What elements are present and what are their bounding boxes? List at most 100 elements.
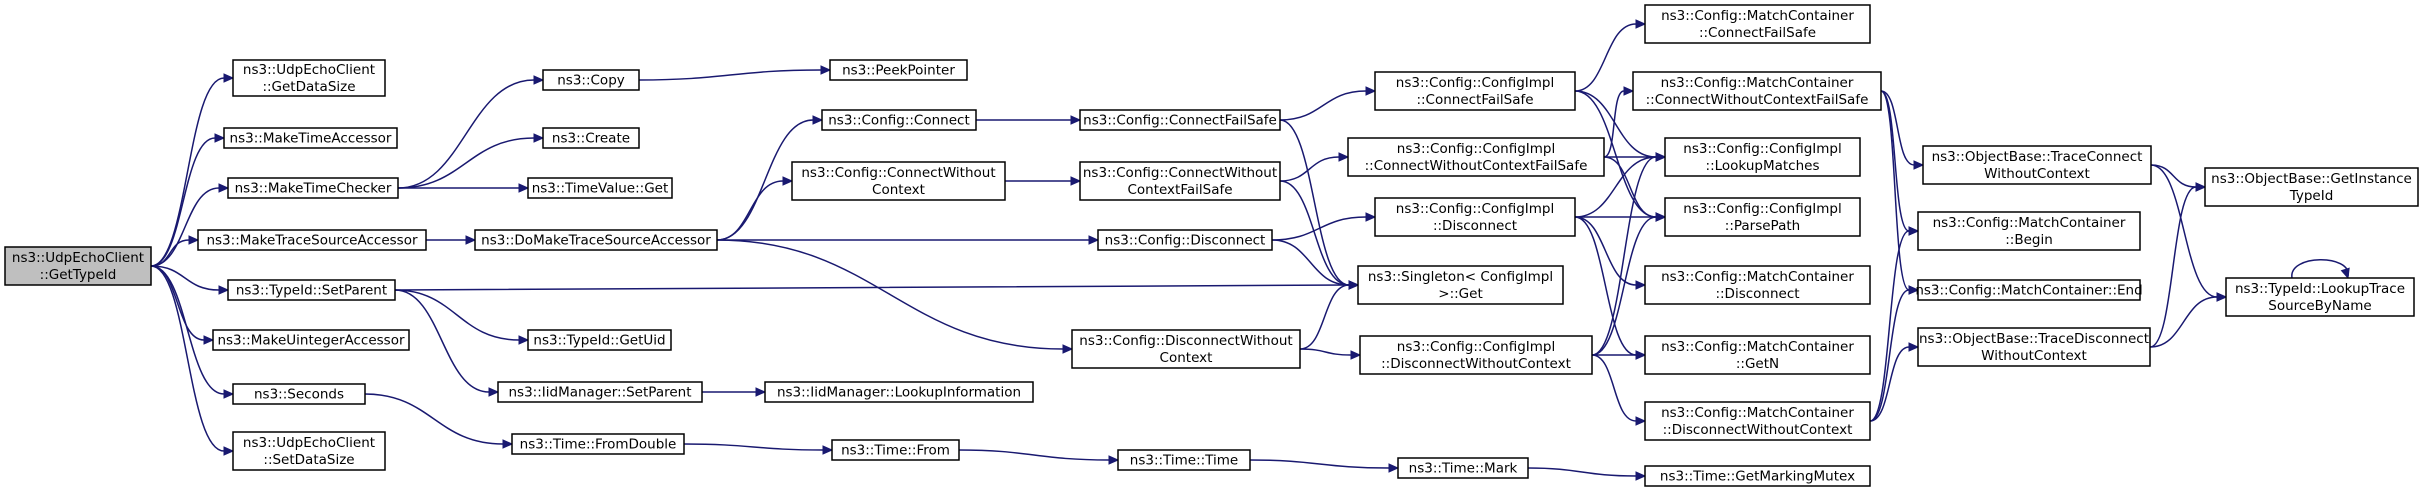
node-configDisconnectWithout[interactable]: ns3::Config::DisconnectWithoutContext — [1071, 329, 1301, 369]
node-label: ns3::Config::ConfigImpl — [1396, 75, 1554, 91]
node-mcConnectFailSafe[interactable]: ns3::Config::MatchContainer::ConnectFail… — [1644, 4, 1871, 44]
node-timeFromDouble[interactable]: ns3::Time::FromDouble — [511, 433, 685, 455]
node-obTraceConnect[interactable]: ns3::ObjectBase::TraceConnectWithoutCont… — [1922, 145, 2152, 185]
edge-mcDisconnectWithout-to-obTraceDisconnect — [1869, 346, 1910, 422]
node-label: ::ConnectWithoutContextFailSafe — [1365, 158, 1588, 174]
node-configConnectWithout[interactable]: ns3::Config::ConnectWithoutContext — [791, 161, 1006, 201]
edge-arrowhead — [820, 65, 832, 75]
edge-typeIdLookupTrace-to-typeIdLookupTrace — [2291, 259, 2349, 279]
edge-arrowhead — [1635, 19, 1647, 29]
node-iidLookupInfo[interactable]: ns3::IidManager::LookupInformation — [764, 381, 1034, 403]
node-configConnectWithoutFS[interactable]: ns3::Config::ConnectWithoutContextFailSa… — [1079, 161, 1281, 201]
node-implParsePath[interactable]: ns3::Config::ConfigImpl::ParsePath — [1664, 197, 1861, 237]
node-label: ns3::ObjectBase::GetInstance — [2211, 171, 2412, 187]
node-root[interactable]: ns3::UdpEchoClient::GetTypeId — [4, 246, 152, 286]
node-label: ns3::IidManager::SetParent — [509, 385, 692, 401]
node-mcConnectWithoutFS[interactable]: ns3::Config::MatchContainer::ConnectWith… — [1632, 71, 1882, 111]
node-label: ns3::Config::Disconnect — [1105, 233, 1266, 249]
node-label: ns3::Time::FromDouble — [520, 437, 677, 453]
edge-arrowhead — [1365, 212, 1377, 222]
node-label: ns3::MakeTraceSourceAccessor — [206, 233, 417, 249]
node-mcDisconnectWithout[interactable]: ns3::Config::MatchContainer::DisconnectW… — [1644, 401, 1871, 441]
node-box — [1644, 401, 1871, 441]
node-mcBegin[interactable]: ns3::Config::MatchContainer::Begin — [1917, 211, 2141, 251]
node-label: ::GetDataSize — [262, 79, 355, 95]
edge-copy-to-peekPointer — [638, 69, 822, 81]
node-box — [2225, 277, 2415, 317]
node-box — [1917, 327, 2151, 367]
node-timeGetMarkingMutex[interactable]: ns3::Time::GetMarkingMutex — [1644, 465, 1871, 487]
node-label: ns3::Config::DisconnectWithout — [1079, 333, 1292, 349]
edge-arrowhead — [1388, 463, 1400, 473]
node-singletonGet[interactable]: ns3::Singleton< ConfigImpl >::Get — [1357, 265, 1564, 305]
node-label: ns3::Config::ConfigImpl — [1683, 201, 1841, 217]
node-label: ns3::MakeTimeAccessor — [230, 131, 392, 147]
node-mcEnd[interactable]: ns3::Config::MatchContainer::End — [1915, 279, 2143, 301]
node-mcDisconnect[interactable]: ns3::Config::MatchContainer::Disconnect — [1644, 265, 1871, 305]
node-label: ns3::UdpEchoClient — [12, 250, 144, 266]
edge-arrowhead — [488, 387, 500, 397]
node-timeTime[interactable]: ns3::Time::Time — [1117, 449, 1251, 471]
node-box — [527, 177, 673, 199]
edge-configDisconnect-to-singletonGet — [1271, 239, 1350, 286]
node-makeTimeChecker[interactable]: ns3::MakeTimeChecker — [227, 177, 399, 199]
node-copy[interactable]: ns3::Copy — [542, 69, 640, 91]
node-timeFrom[interactable]: ns3::Time::From — [831, 439, 960, 461]
node-timeValueGet[interactable]: ns3::TimeValue::Get — [527, 177, 673, 199]
node-implConnectWithoutFS[interactable]: ns3::Config::ConfigImpl::ConnectWithoutC… — [1347, 137, 1605, 177]
node-label: ns3::PeekPointer — [842, 63, 955, 79]
edge-obTraceConnect-to-obGetInstanceTypeId — [2150, 164, 2197, 188]
node-box — [542, 69, 640, 91]
edge-arrowhead — [203, 335, 215, 345]
node-box — [542, 127, 640, 149]
node-timeMark[interactable]: ns3::Time::Mark — [1397, 457, 1529, 479]
node-box — [1922, 145, 2152, 185]
edge-configDisconnectWithout-to-implDisconnectWithout — [1299, 348, 1352, 356]
node-label: ::ConnectWithoutContextFailSafe — [1646, 92, 1869, 108]
node-typeIdGetUid[interactable]: ns3::TypeId::GetUid — [527, 329, 672, 351]
node-label: ns3::Config::ConnectWithout — [1083, 165, 1277, 181]
node-configDisconnect[interactable]: ns3::Config::Disconnect — [1097, 229, 1273, 251]
node-label: ns3::Time::Time — [1130, 453, 1238, 469]
node-create[interactable]: ns3::Create — [542, 127, 640, 149]
node-box — [829, 59, 968, 81]
edge-configDisconnect-to-implDisconnect — [1271, 216, 1367, 241]
node-box — [511, 433, 685, 455]
edge-arrowhead — [1635, 350, 1647, 360]
edge-typeIdSetParent-to-iidSetParent — [394, 289, 490, 393]
node-label: ::ConnectFailSafe — [1699, 25, 1816, 41]
edge-arrowhead — [1655, 152, 1667, 162]
node-configConnect[interactable]: ns3::Config::Connect — [821, 109, 977, 131]
node-implConnectFailSafe[interactable]: ns3::Config::ConfigImpl::ConnectFailSafe — [1374, 71, 1576, 111]
node-typeIdSetParent[interactable]: ns3::TypeId::SetParent — [227, 279, 396, 301]
edge-typeIdSetParent-to-singletonGet — [394, 284, 1350, 291]
node-mcGetN[interactable]: ns3::Config::MatchContainer::GetN — [1644, 335, 1871, 375]
node-label: ns3::Config::MatchContainer — [1661, 339, 1854, 355]
call-graph-nodes: ns3::UdpEchoClient::GetTypeIdns3::UdpEch… — [4, 4, 2419, 487]
edge-doMakeTSA-to-configDisconnectWithout — [716, 239, 1064, 350]
node-makeTraceSourceAccessor[interactable]: ns3::MakeTraceSourceAccessor — [197, 229, 427, 251]
node-implDisconnectWithout[interactable]: ns3::Config::ConfigImpl::DisconnectWitho… — [1359, 335, 1593, 375]
node-makeUintegerAccessor[interactable]: ns3::MakeUintegerAccessor — [212, 329, 410, 351]
node-peekPointer[interactable]: ns3::PeekPointer — [829, 59, 968, 81]
node-doMakeTSA[interactable]: ns3::DoMakeTraceSourceAccessor — [474, 229, 718, 251]
edge-timeFrom-to-timeTime — [958, 449, 1110, 461]
node-seconds[interactable]: ns3::Seconds — [232, 383, 366, 405]
node-configConnectFailSafe[interactable]: ns3::Config::ConnectFailSafe — [1079, 109, 1281, 131]
node-label: ::Disconnect — [1433, 218, 1517, 234]
edge-implConnectFailSafe-to-implLookupMatches — [1574, 90, 1657, 158]
node-iidSetParent[interactable]: ns3::IidManager::SetParent — [497, 381, 703, 403]
node-implLookupMatches[interactable]: ns3::Config::ConfigImpl::LookupMatches — [1664, 137, 1861, 177]
node-label: ns3::Time::GetMarkingMutex — [1660, 469, 1855, 485]
node-box — [232, 383, 366, 405]
node-setDataSize[interactable]: ns3::UdpEchoClient::SetDataSize — [232, 431, 386, 471]
node-label: ns3::Config::MatchContainer — [1661, 75, 1854, 91]
node-makeTimeAccessor[interactable]: ns3::MakeTimeAccessor — [223, 127, 398, 149]
edge-arrowhead — [1108, 455, 1120, 465]
node-obTraceDisconnect[interactable]: ns3::ObjectBase::TraceDisconnectWithoutC… — [1917, 327, 2151, 367]
node-implDisconnect[interactable]: ns3::Config::ConfigImpl::Disconnect — [1374, 197, 1576, 237]
node-getDataSize[interactable]: ns3::UdpEchoClient::GetDataSize — [232, 59, 386, 97]
